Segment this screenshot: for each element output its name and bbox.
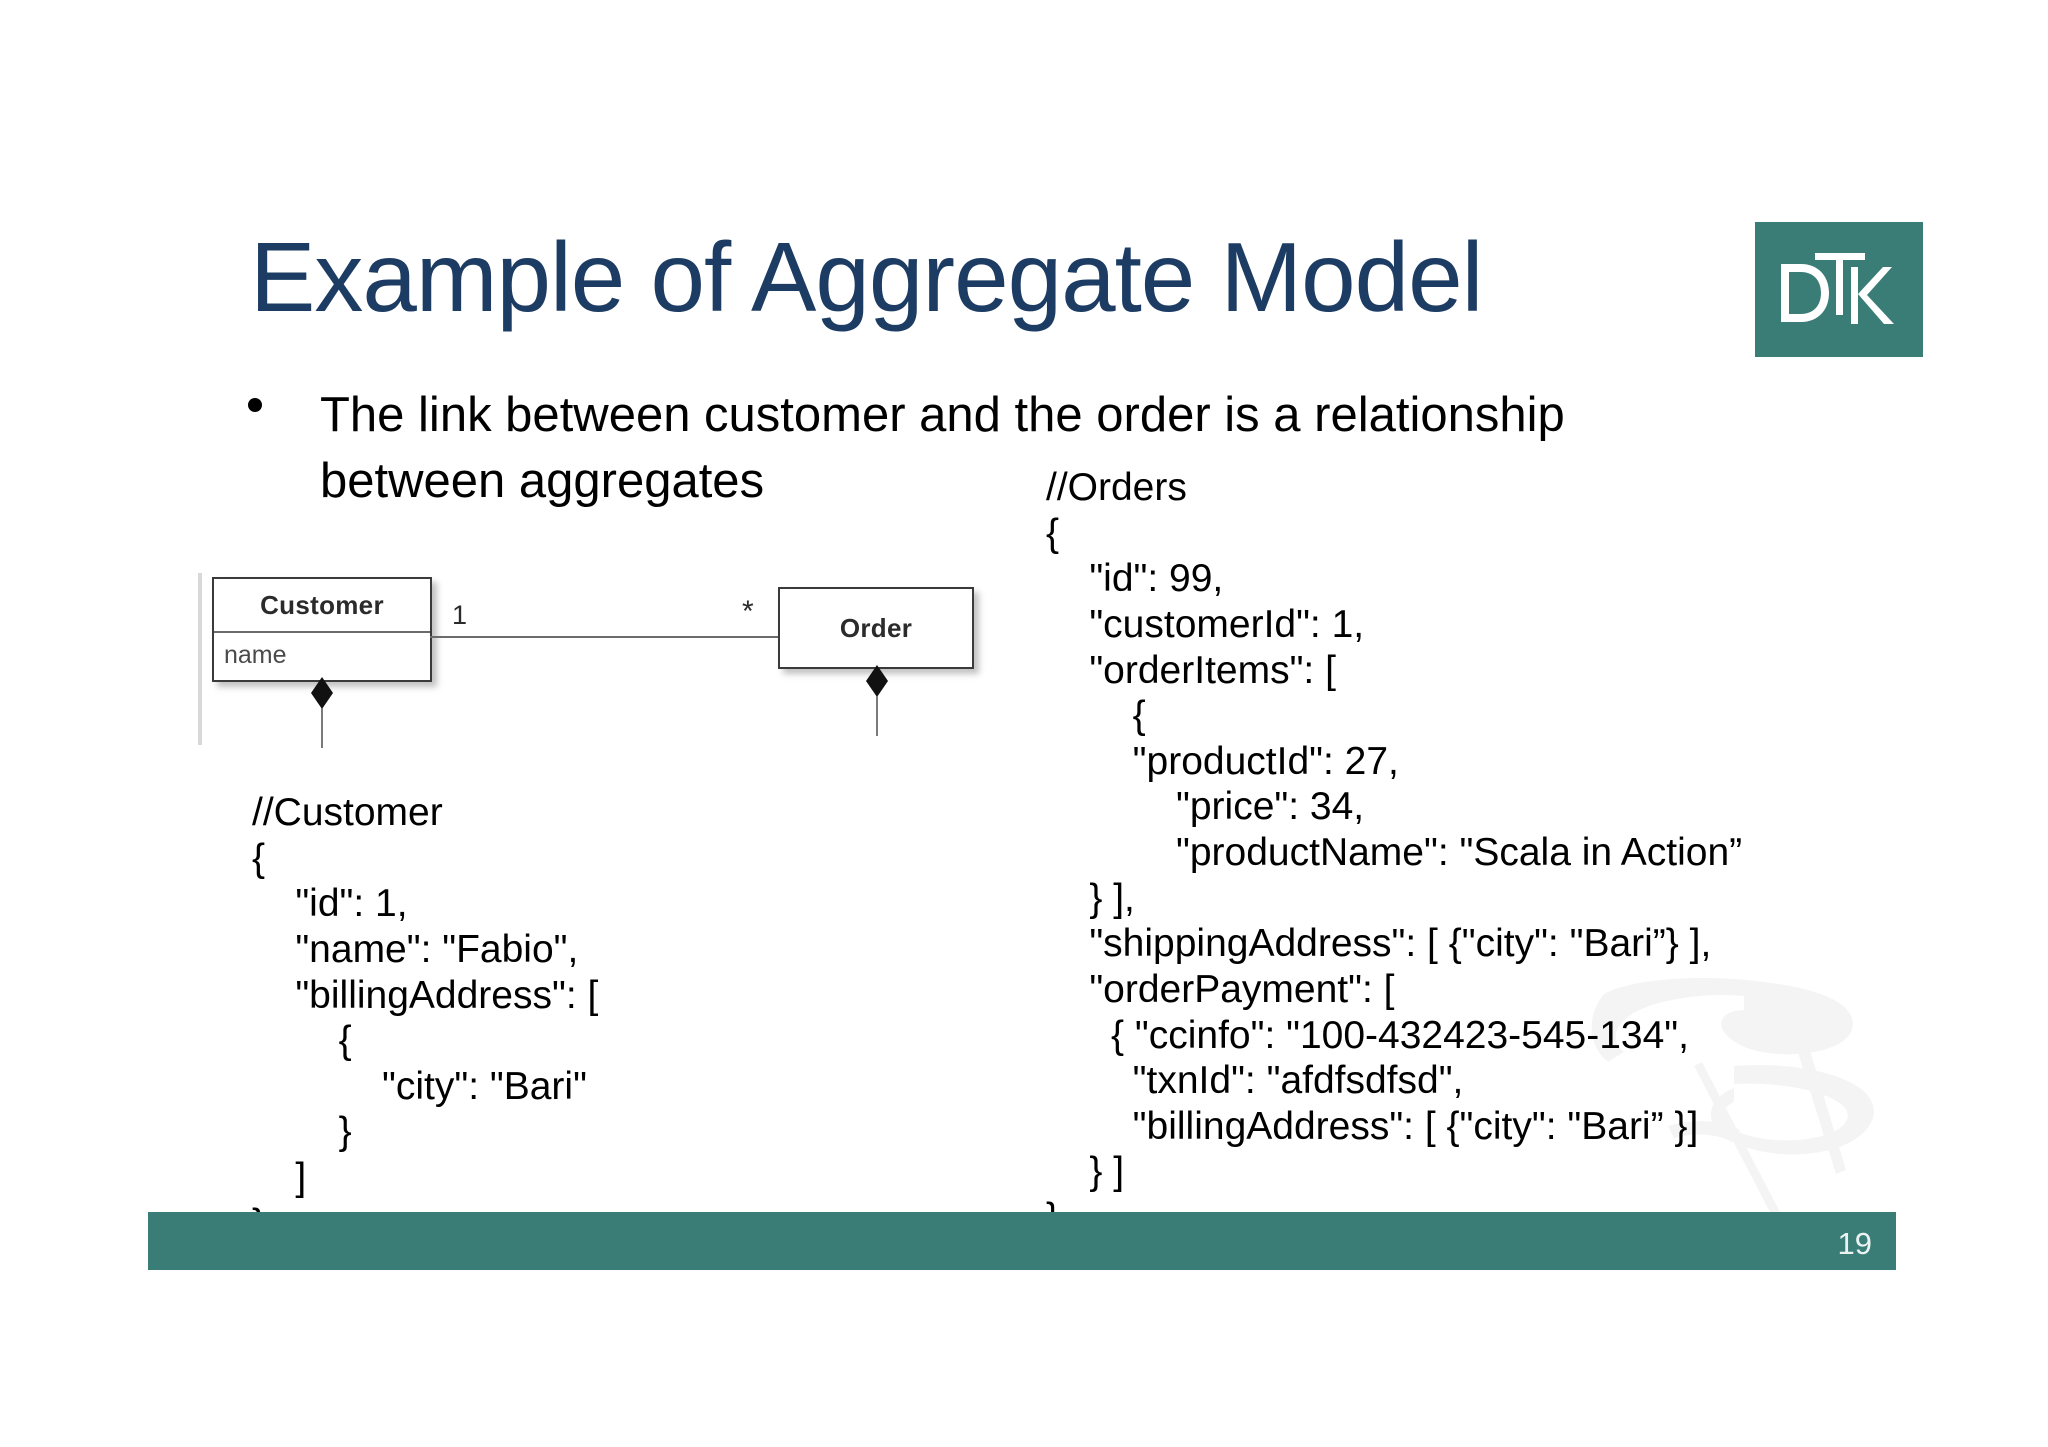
code-block-orders: //Orders { "id": 99, "customerId": 1, "o…: [1046, 466, 1743, 1239]
slide-number: 19: [1837, 1226, 1872, 1261]
diagram-left-rule: [198, 573, 202, 745]
bullet-item-text: The link between customer and the order …: [320, 388, 1565, 509]
uml-class-order-name: Order: [839, 613, 913, 643]
uml-class-order: Order: [778, 587, 974, 669]
code-block-customer: //Customer { "id": 1, "name": "Fabio", "…: [252, 791, 599, 1245]
uml-class-divider: [214, 631, 430, 633]
uml-multiplicity-target: *: [742, 595, 754, 628]
dtk-logo: [1755, 222, 1923, 357]
page-title: Example of Aggregate Model: [250, 222, 1483, 332]
bullet-list: The link between customer and the order …: [248, 382, 1718, 514]
uml-class-customer-name: Customer: [260, 590, 384, 620]
bullet-marker-icon: [248, 398, 262, 412]
uml-class-diagram: Customer name 1 * Order: [190, 565, 1050, 765]
uml-class-customer: Customer name: [212, 577, 432, 682]
uml-multiplicity-source: 1: [452, 600, 468, 630]
uml-class-customer-attribute: name: [224, 641, 287, 669]
uml-association-line: [430, 636, 780, 638]
footer-bar: 19: [148, 1212, 1896, 1270]
